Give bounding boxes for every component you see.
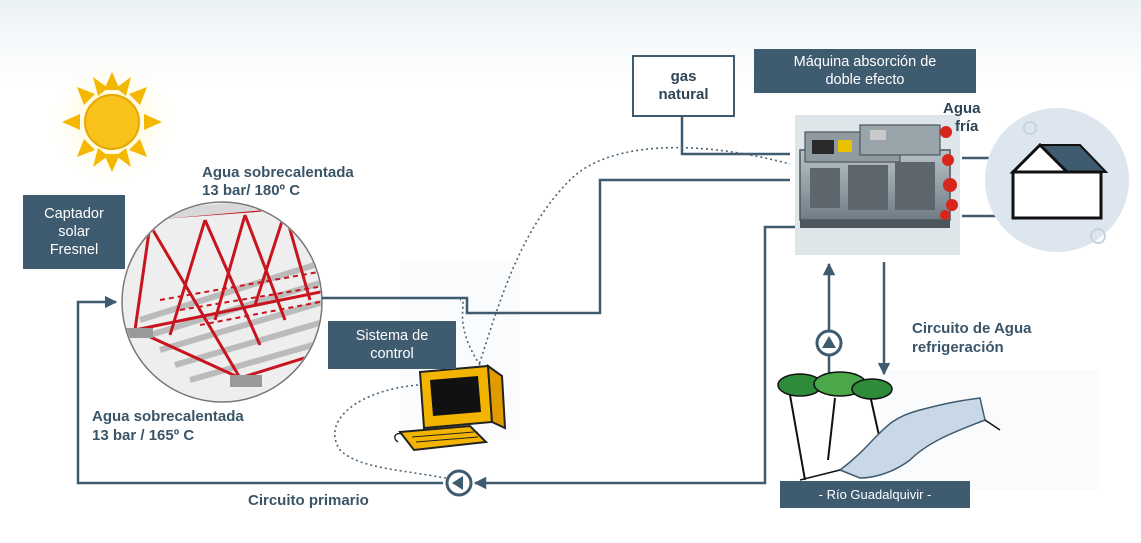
sun-icon bbox=[42, 52, 182, 192]
house-icon bbox=[985, 108, 1129, 252]
captador-label-box: Captador solar Fresnel bbox=[23, 195, 125, 269]
inlet-water-label-line2: 13 bar / 165º C bbox=[92, 427, 195, 444]
cooling-pump-icon bbox=[815, 329, 843, 357]
river-icon bbox=[799, 397, 1001, 481]
absorption-machine-label-box: Máquina absorción de doble efecto bbox=[754, 49, 976, 93]
outlet-water-label-line2: 13 bar/ 180º C bbox=[202, 182, 301, 199]
inlet-water-label-line1: Agua sobrecalentada bbox=[92, 408, 244, 425]
cold-water-label-line1: Agua bbox=[943, 100, 981, 117]
fresnel-collector-icon bbox=[121, 201, 323, 403]
primary-circuit-pipes bbox=[76, 178, 815, 490]
outlet-water-label-line1: Agua sobrecalentada bbox=[202, 164, 354, 181]
primary-circuit-label: Circuito primario bbox=[248, 492, 369, 509]
cooling-circuit-label-line1: Circuito de Agua bbox=[912, 320, 1032, 337]
computer-icon bbox=[394, 363, 507, 452]
background-panels bbox=[400, 260, 1100, 490]
absorption-chiller-icon bbox=[795, 115, 960, 255]
cold-water-label-line2: fría bbox=[955, 118, 979, 135]
control-system-label-box: Sistema de control bbox=[328, 321, 456, 369]
trees-icon bbox=[777, 371, 893, 481]
pump-icon bbox=[445, 469, 473, 497]
cooling-circuit-label-line2: refrigeración bbox=[912, 339, 1004, 356]
river-label-box: - Río Guadalquivir - bbox=[780, 481, 970, 508]
natural-gas-box: gas natural bbox=[632, 55, 735, 117]
control-signal-lines bbox=[334, 146, 791, 481]
cooling-pipes bbox=[822, 262, 891, 385]
gas-pipe bbox=[680, 115, 790, 156]
